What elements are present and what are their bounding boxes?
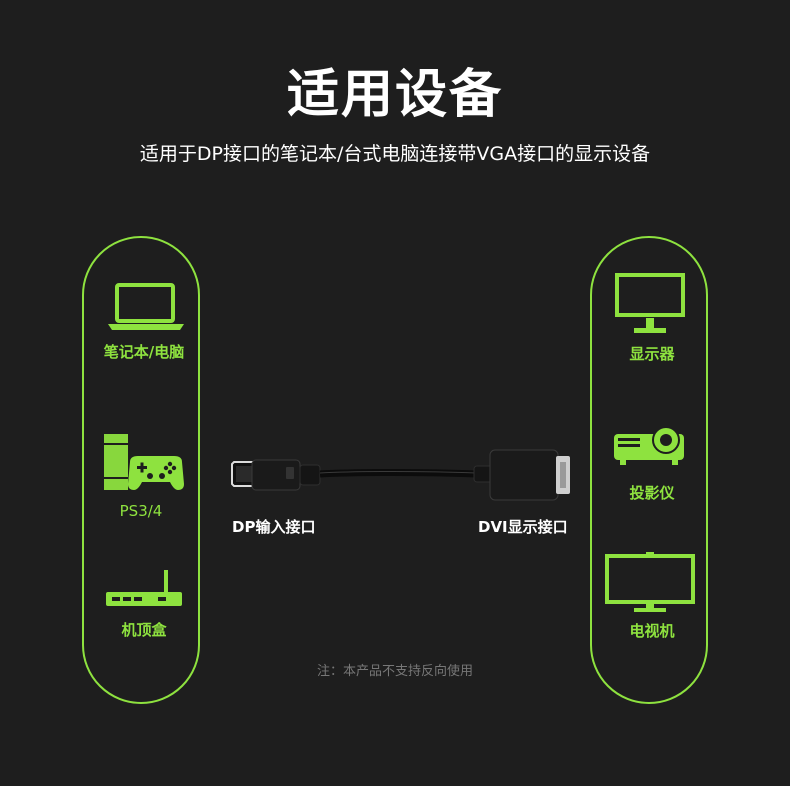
tv-icon — [604, 552, 696, 614]
page-subtitle: 适用于DP接口的笔记本/台式电脑连接带VGA接口的显示设备 — [139, 143, 651, 165]
device-label-projector: 投影仪 — [629, 484, 675, 502]
monitor-icon — [614, 272, 686, 336]
device-label-monitor: 显示器 — [629, 345, 675, 363]
game-console-icon — [100, 432, 186, 494]
device-label-tv: 电视机 — [629, 622, 675, 640]
dvi-output-label: DVI显示接口 — [478, 518, 568, 536]
laptop-icon — [106, 282, 186, 332]
set-top-box-icon — [104, 570, 184, 610]
device-label-ps: PS3/4 — [119, 502, 163, 520]
source-devices-panel — [82, 236, 200, 704]
usage-note: 注：本产品不支持反向使用 — [316, 664, 473, 679]
device-label-laptop: 笔记本/电脑 — [103, 343, 185, 361]
adapter-cable-image — [226, 440, 582, 508]
dp-input-label: DP输入接口 — [232, 518, 316, 536]
device-label-settop: 机顶盒 — [121, 621, 167, 639]
page-title: 适用设备 — [286, 65, 503, 125]
projector-icon — [612, 424, 686, 466]
display-devices-panel — [590, 236, 708, 704]
